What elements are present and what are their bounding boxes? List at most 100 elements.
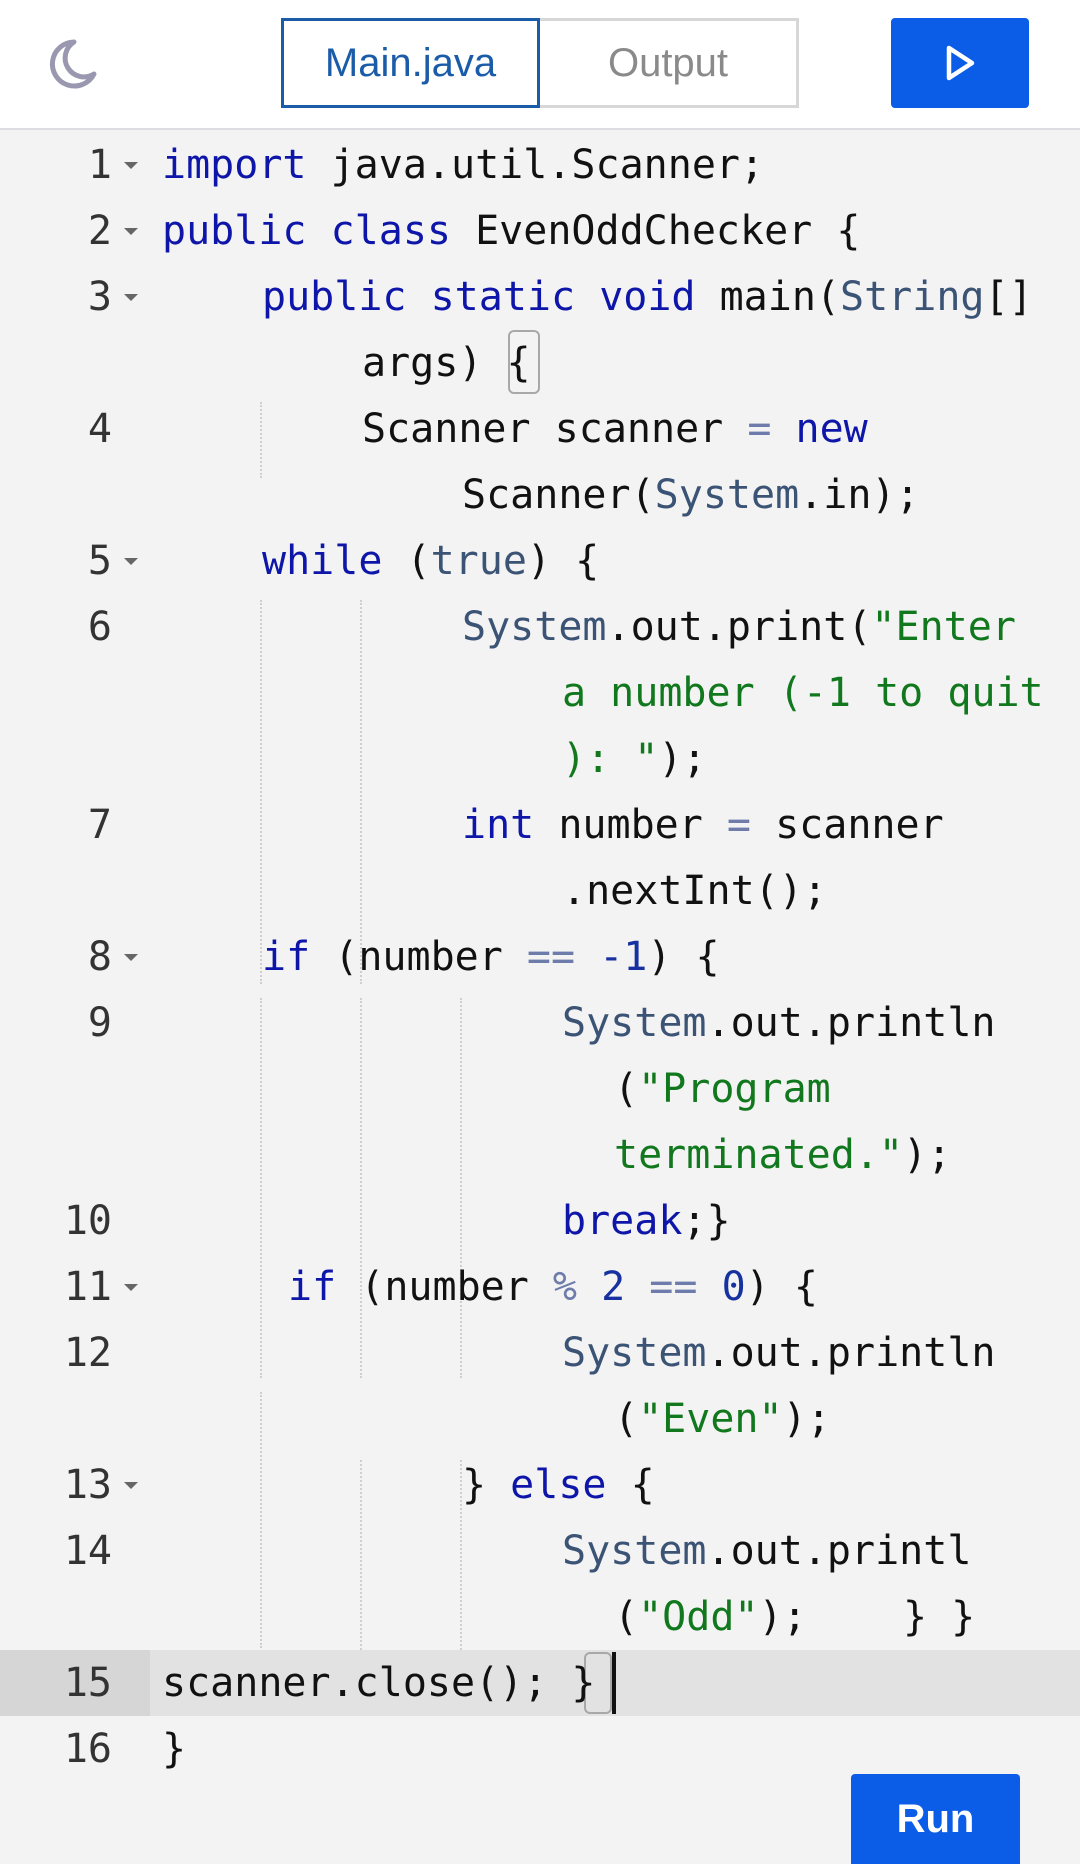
play-icon	[946, 45, 975, 81]
code-line-14-wrap: ("Odd"); } }	[614, 1584, 975, 1650]
text-cursor	[612, 1652, 616, 1714]
code-line-4: Scanner scanner = new	[362, 396, 868, 462]
code-line-6-wrap: ): ");	[562, 726, 707, 792]
code-token: {	[506, 340, 531, 386]
line-number: 2	[87, 208, 112, 254]
code-token: static	[430, 274, 576, 320]
code-line-13: } else {	[462, 1452, 655, 1518]
tab-main-java[interactable]: Main.java	[281, 18, 540, 108]
code-token: (number	[336, 1264, 553, 1310]
code-token: if	[288, 1264, 337, 1310]
code-token: System	[562, 1000, 707, 1046]
code-token: System	[462, 604, 607, 650]
code-token	[771, 406, 795, 452]
code-token: java.util.Scanner;	[306, 142, 765, 188]
code-token: else	[510, 1462, 607, 1508]
code-token	[625, 1264, 649, 1310]
code-token: break	[562, 1198, 683, 1244]
run-icon-button[interactable]	[891, 18, 1029, 108]
code-token: int	[462, 802, 535, 848]
code-token: true	[430, 538, 527, 584]
code-token: ) {	[647, 934, 720, 980]
active-line-highlight	[0, 1650, 1080, 1716]
code-token: public	[262, 274, 407, 320]
code-line-8: if (number == -1) {	[262, 924, 720, 990]
code-token: .out.printl	[706, 1528, 972, 1574]
indent-guide	[260, 1392, 262, 1648]
code-token: .nextInt();	[562, 868, 827, 914]
indent-guide	[360, 1460, 362, 1650]
code-token: =	[726, 802, 751, 848]
code-token: }	[162, 1726, 187, 1772]
code-token: System	[562, 1528, 707, 1574]
run-button-label: Run	[896, 1796, 975, 1841]
line-number: 1	[87, 142, 112, 188]
line-number: 15	[63, 1660, 112, 1706]
code-line-6-wrap: a number (-1 to quit	[562, 660, 1044, 726]
indent-guide	[360, 600, 362, 984]
fold-arrow-icon[interactable]	[124, 162, 138, 169]
indent-guide	[260, 402, 262, 478]
code-token: ==	[649, 1264, 698, 1310]
code-token: Scanner(	[462, 472, 655, 518]
code-line-16: }	[162, 1716, 186, 1782]
indent-guide	[460, 998, 462, 1378]
code-token: number	[534, 802, 727, 848]
line-number: 16	[63, 1726, 112, 1772]
code-token: );	[902, 1132, 952, 1178]
code-line-11: if (number % 2 == 0) {	[288, 1254, 818, 1320]
fold-arrow-icon[interactable]	[124, 558, 138, 565]
line-number: 13	[63, 1462, 112, 1508]
code-token: while	[262, 538, 383, 584]
code-line-9-wrap: ("Program	[614, 1056, 831, 1122]
code-token: void	[599, 274, 696, 320]
code-token: []	[984, 274, 1033, 320]
code-line-9-wrap: terminated.");	[614, 1122, 951, 1188]
code-line-14: System.out.printl	[562, 1518, 971, 1584]
code-line-4-wrap: Scanner(System.in);	[462, 462, 920, 528]
code-token: System	[562, 1330, 707, 1376]
code-token: 0	[721, 1264, 746, 1310]
indent-guide	[260, 600, 262, 984]
code-token: (	[382, 538, 431, 584]
code-token: class	[330, 208, 452, 254]
code-line-2: public class EvenOddChecker {	[162, 198, 860, 264]
code-token: (	[614, 1396, 639, 1442]
line-number: 3	[87, 274, 112, 320]
code-token: import	[162, 142, 307, 188]
code-token: System	[654, 472, 800, 518]
tab-output[interactable]: Output	[540, 18, 799, 108]
code-line-12: System.out.println	[562, 1320, 995, 1386]
fold-arrow-icon[interactable]	[124, 1284, 138, 1291]
code-token: ;}	[682, 1198, 731, 1244]
code-token: {	[606, 1462, 655, 1508]
fold-arrow-icon[interactable]	[124, 954, 138, 961]
fold-arrow-icon[interactable]	[124, 294, 138, 301]
code-line-1: import java.util.Scanner;	[162, 132, 764, 198]
code-token: (	[614, 1066, 639, 1112]
code-token	[577, 1264, 601, 1310]
fold-arrow-icon[interactable]	[124, 228, 138, 235]
moon-icon[interactable]	[44, 36, 100, 92]
code-token: .out.println	[706, 1000, 996, 1046]
code-line-10: break;}	[562, 1188, 731, 1254]
toolbar: Main.java Output	[0, 0, 1080, 130]
code-line-7-wrap: .nextInt();	[562, 858, 827, 924]
line-number: 12	[63, 1330, 112, 1376]
code-token	[697, 1264, 721, 1310]
indent-guide	[460, 1460, 462, 1650]
code-line-15: scanner.close(); }	[162, 1650, 596, 1716]
code-editor[interactable]: 1 2 3 4 5 6 7 8 9 10 11 12 13 14 15 16 i…	[0, 130, 1080, 1864]
code-token: ) {	[526, 538, 600, 584]
run-button[interactable]: Run	[851, 1774, 1020, 1864]
code-token: );	[658, 736, 707, 782]
line-number: 7	[87, 802, 112, 848]
fold-arrow-icon[interactable]	[124, 1482, 138, 1489]
code-token: "Enter	[871, 604, 1016, 650]
code-token: new	[795, 406, 868, 452]
code-token: }	[571, 1660, 596, 1706]
code-token	[575, 934, 599, 980]
code-token: if	[262, 934, 311, 980]
tab-output-label: Output	[607, 40, 729, 85]
code-line-6: System.out.print("Enter	[462, 594, 1016, 660]
